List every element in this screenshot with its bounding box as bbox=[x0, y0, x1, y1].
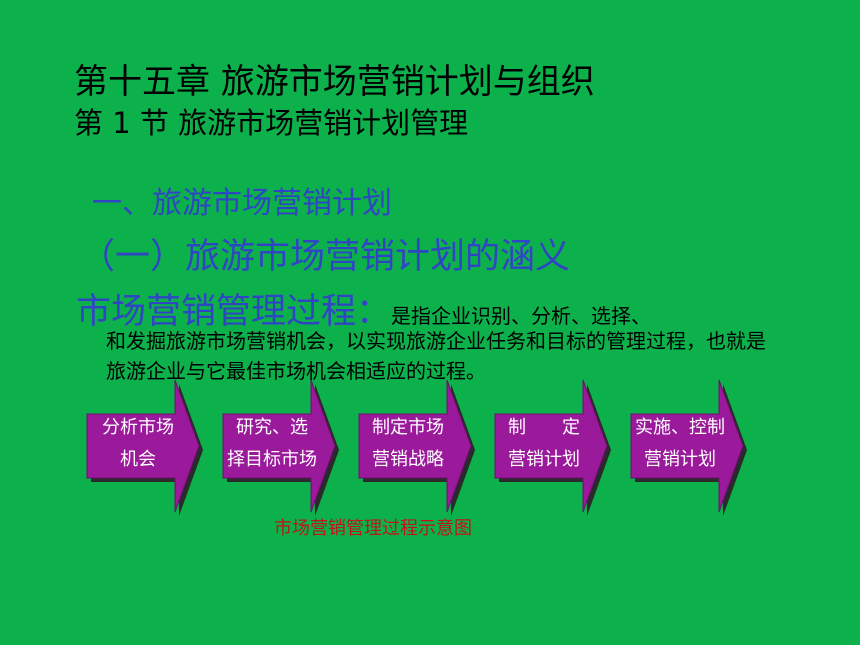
heading-marketing-plan: 一、旅游市场营销计划 bbox=[92, 186, 392, 221]
definition-inline: 是指企业识别、分析、选择、 bbox=[391, 304, 652, 328]
flow-step-4-line2: 营销计划 bbox=[508, 449, 580, 470]
flow-step-5-line1: 实施、控制 bbox=[635, 417, 725, 438]
flow-step-1-label: 分析市场 机会 bbox=[82, 412, 194, 476]
diagram-caption: 市场营销管理过程示意图 bbox=[274, 518, 472, 539]
flow-step-2-line2: 择目标市场 bbox=[227, 449, 317, 470]
flow-step-1-line1: 分析市场 bbox=[102, 417, 174, 438]
term-line: 市场营销管理过程：是指企业识别、分析、选择、 bbox=[76, 283, 651, 334]
definition-paragraph: 和发掘旅游市场营销机会，以实现旅游企业任务和目标的管理过程，也就是旅游企业与它最… bbox=[106, 329, 766, 383]
flow-step-3-label: 制定市场 营销战略 bbox=[352, 412, 464, 476]
section-title: 第 1 节 旅游市场营销计划管理 bbox=[74, 106, 469, 140]
flow-step-4-label: 制 定 营销计划 bbox=[488, 412, 600, 476]
flow-step-3-line1: 制定市场 bbox=[372, 417, 444, 438]
term-label: 市场营销管理过程： bbox=[76, 292, 392, 332]
flow-step-5-label: 实施、控制 营销计划 bbox=[624, 412, 736, 476]
chapter-title: 第十五章 旅游市场营销计划与组织 bbox=[74, 62, 595, 102]
flow-step-5-line2: 营销计划 bbox=[644, 449, 716, 470]
flow-step-1-line2: 机会 bbox=[120, 449, 156, 470]
flow-step-3-line2: 营销战略 bbox=[372, 449, 444, 470]
flow-step-2-label: 研究、选 择目标市场 bbox=[216, 412, 328, 476]
flow-step-4-line1: 制 定 bbox=[508, 417, 580, 438]
flow-step-2-line1: 研究、选 bbox=[236, 417, 308, 438]
heading-plan-meaning: （一）旅游市场营销计划的涵义 bbox=[80, 237, 571, 277]
